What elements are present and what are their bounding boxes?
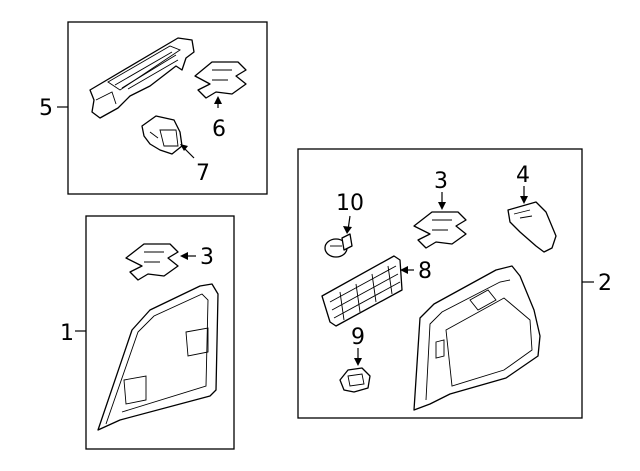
callout-4: 4 (516, 163, 530, 188)
callout-2: 2 (598, 271, 612, 296)
callout-1: 1 (60, 321, 74, 346)
arrow-6 (214, 96, 222, 104)
callout-7: 7 (196, 161, 210, 186)
arrow-9 (354, 358, 362, 366)
callout-8: 8 (418, 259, 432, 284)
part-3-clip-right (413, 211, 467, 249)
part-10-push-pin (324, 233, 353, 258)
callout-5: 5 (39, 96, 53, 121)
callout-10: 10 (336, 191, 364, 216)
group-box-2 (297, 148, 583, 419)
part-4-bracket (507, 201, 557, 253)
callout-3b: 3 (434, 169, 448, 194)
group-box-1 (85, 215, 235, 450)
arrow-10 (343, 226, 352, 234)
arrow-3a (180, 252, 188, 260)
part-7-fastener (141, 115, 183, 155)
arrow-8 (400, 266, 408, 274)
part-9-hook (339, 367, 371, 393)
callout-3a: 3 (200, 245, 214, 270)
callout-9: 9 (351, 325, 365, 350)
part-2-quarter-trim (413, 265, 541, 411)
arrow-7 (180, 144, 188, 151)
part-8-cargo-net (321, 255, 403, 327)
arrow-4 (520, 196, 528, 204)
part-1-trim-panel (97, 283, 219, 431)
part-6-clip (194, 61, 247, 99)
part-5-vent-bracket (89, 37, 195, 119)
group-box-5 (67, 21, 268, 195)
part-3-clip-left (125, 243, 179, 281)
callout-6: 6 (212, 117, 226, 142)
arrow-3b (438, 202, 446, 210)
